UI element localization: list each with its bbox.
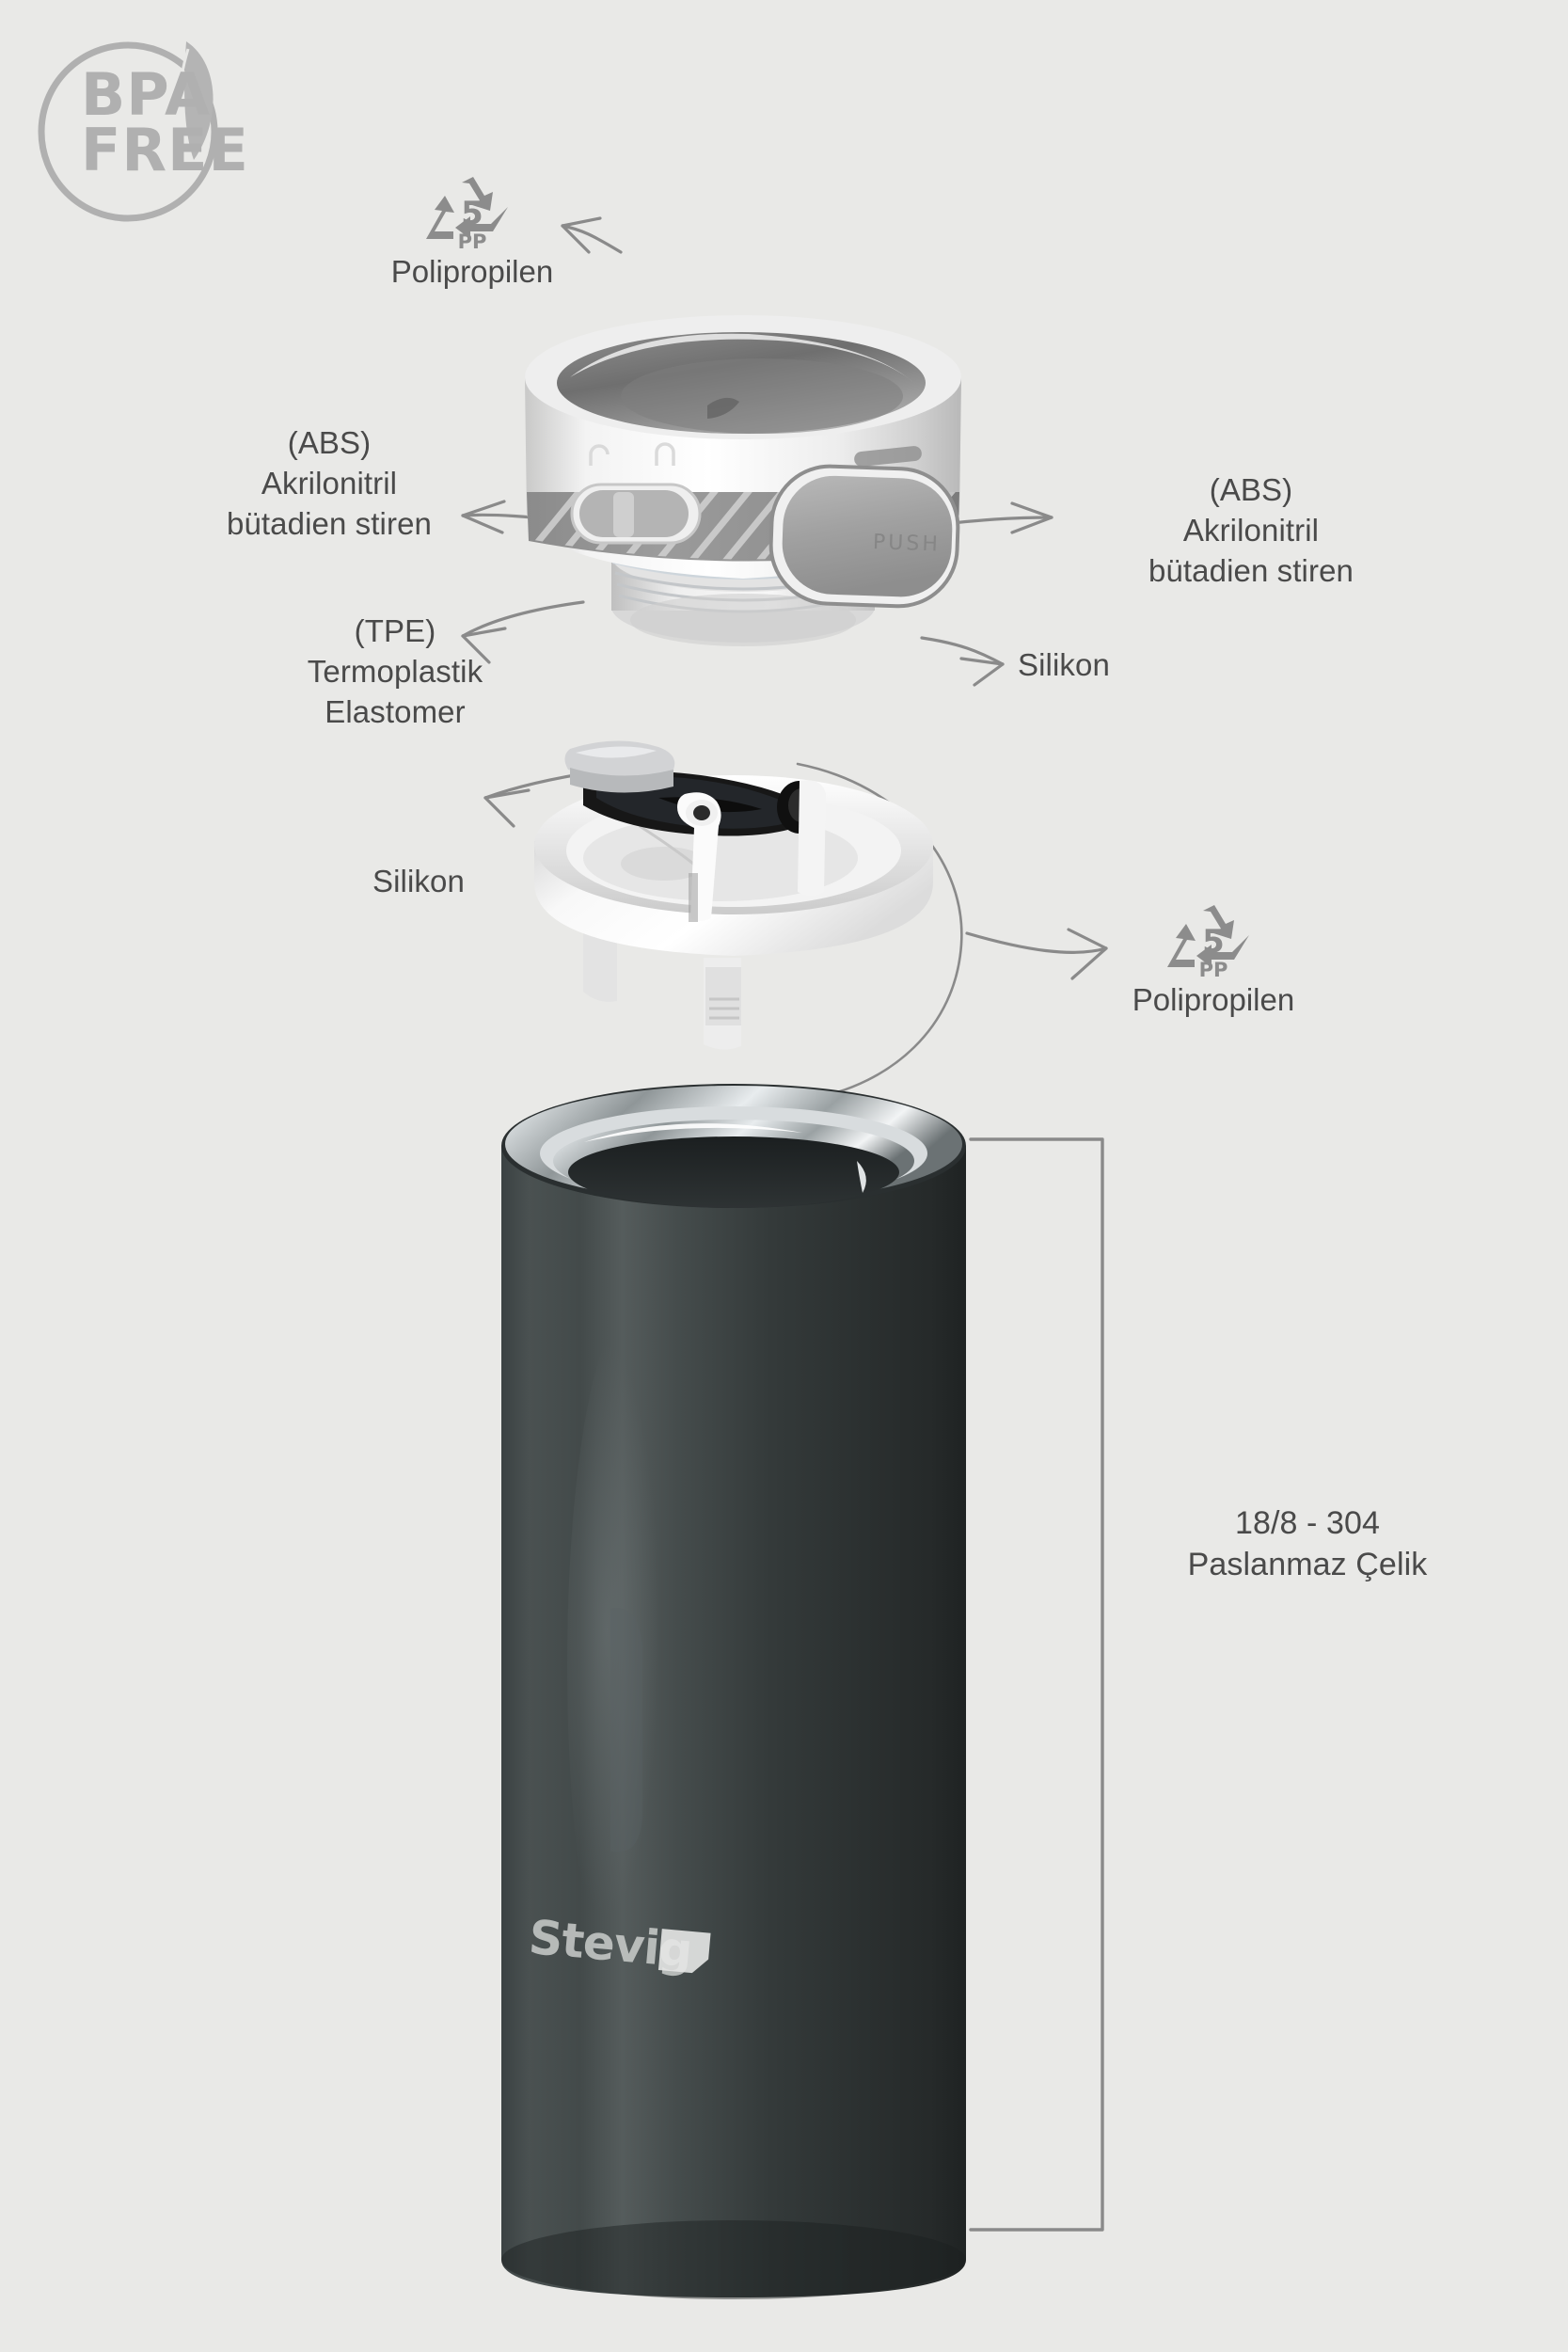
recycle-code-sub: PP — [458, 230, 487, 252]
bpa-line1: BPA — [81, 60, 211, 129]
lid-push-button[interactable]: PUSH — [768, 464, 960, 609]
bottle-opening — [568, 1136, 899, 1208]
brand-mark-icon — [657, 1929, 711, 1974]
valve-hole — [621, 847, 707, 881]
valve-posts — [677, 780, 826, 921]
bottle-body: Stevig — [494, 1082, 974, 2324]
recycle-code-sub: PP — [1199, 959, 1228, 980]
lid-lock-slider[interactable] — [570, 483, 702, 545]
leader-polypropylene-top — [561, 224, 623, 254]
label-polypropylene-bottom: 5 PP Polipropilen — [1091, 896, 1336, 1018]
bottle-brand-logo: Stevig — [527, 1910, 711, 1979]
valve-cap-tab — [564, 740, 675, 793]
push-button-label: PUSH — [873, 531, 942, 556]
label-polypropylene-top-text: Polipropilen — [390, 254, 554, 289]
label-polypropylene-top: 5 PP Polipropilen — [388, 167, 557, 290]
bottle-highlight — [567, 1308, 699, 2023]
recycle-5-pp-icon: 5 PP — [1167, 905, 1249, 980]
bottle-valve-assembly — [527, 734, 950, 1073]
bottle-lid: PUSH — [489, 296, 997, 720]
bpa-free-badge-text: BPA FREE — [81, 60, 249, 184]
lock-icons — [589, 442, 675, 466]
label-abs-left: (ABS) Akrilonitril bütadien stiren — [227, 425, 432, 541]
recycle-code: 5 — [461, 195, 483, 232]
label-abs-right: (ABS) Akrilonitril bütadien stiren — [1148, 472, 1354, 588]
leaf-icon — [184, 41, 214, 160]
leader-polypropylene-bottom — [965, 931, 1108, 954]
recycle-5-pp-icon: 5 PP — [426, 177, 508, 252]
valve-bottom-tabs — [583, 933, 741, 1050]
label-silicone-right: Silikon — [1018, 647, 1110, 682]
lid-spout-notch — [707, 397, 739, 419]
steel-bracket — [969, 1137, 1104, 2232]
bpa-free-badge: BPA FREE — [26, 21, 261, 237]
bpa-line2: FREE — [81, 115, 249, 184]
bpa-free-badge-graphic — [38, 41, 218, 222]
label-stainless-steel: 18/8 - 304 Paslanmaz Çelik — [1187, 1505, 1428, 1583]
label-silicone-left: Silikon — [372, 864, 465, 898]
label-polypropylene-bottom-text: Polipropilen — [1132, 982, 1295, 1017]
lid-vent-slot — [854, 446, 922, 467]
label-tpe-left: (TPE) Termoplastik Elastomer — [307, 613, 483, 729]
recycle-code: 5 — [1202, 923, 1225, 961]
